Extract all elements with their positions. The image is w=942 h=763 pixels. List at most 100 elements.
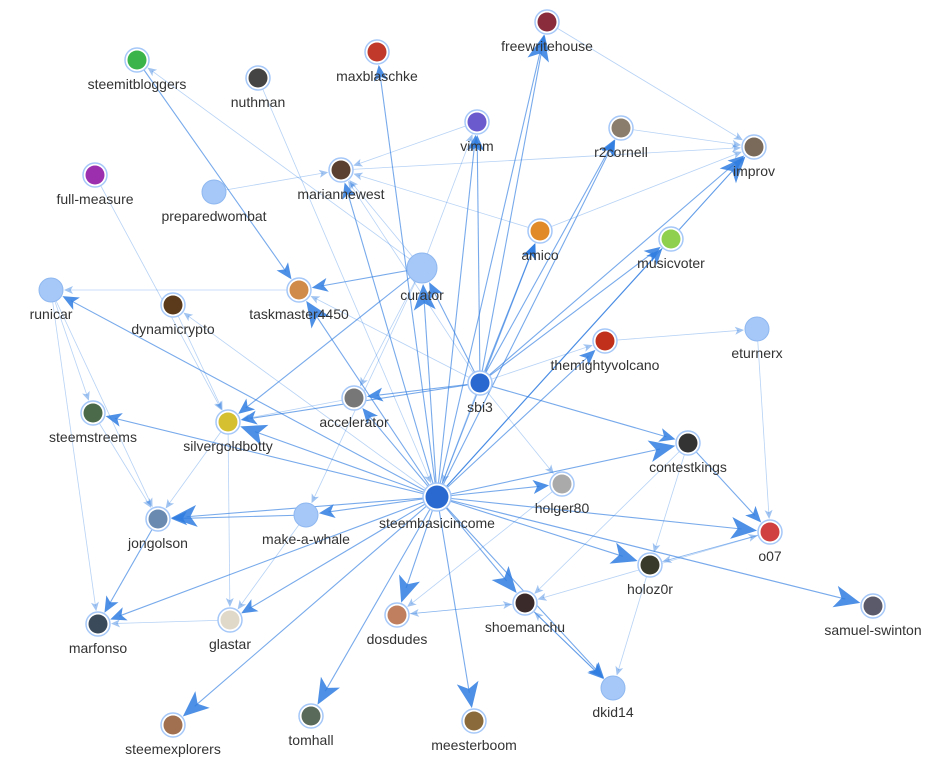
arrowhead (733, 132, 743, 141)
node-taskmaster4450[interactable]: taskmaster4450 (249, 277, 349, 322)
edge-steembasicincome-to-mariannewest (342, 182, 438, 498)
node-runicar[interactable]: runicar (30, 277, 73, 322)
edge-o07-to-holoz0r (662, 531, 771, 564)
node-label: maxblaschke (336, 68, 418, 84)
node-improv[interactable]: improv (733, 134, 775, 179)
edge-freewritehouse-to-improv (546, 21, 743, 141)
node-dkid14[interactable]: dkid14 (592, 675, 634, 720)
edge-sbi3-to-vimm (470, 134, 485, 384)
node-themightyvolcano[interactable]: themightyvolcano (551, 328, 660, 373)
arrowhead (534, 34, 549, 52)
edge-runicar-to-marfonso (50, 289, 99, 612)
arrowhead (745, 505, 762, 523)
node-holger80[interactable]: holger80 (535, 471, 590, 516)
edge-curator-to-make-a-whale (311, 267, 423, 504)
arrowhead (609, 542, 638, 564)
edge-sbi3-to-mariannewest (348, 180, 481, 384)
node-meesterboom[interactable]: meesterboom (431, 708, 517, 753)
node-r2cornell[interactable]: r2cornell (594, 115, 648, 160)
edge-themightyvolcano-to-eturnerx (604, 326, 745, 342)
edge-silvergoldbotty-to-glastar (225, 421, 234, 608)
node-make-a-whale[interactable]: make-a-whale (262, 502, 350, 547)
edge-curator-to-vimm (421, 134, 473, 269)
node-o07[interactable]: o07 (757, 519, 783, 564)
node-steemexplorers[interactable]: steemexplorers (125, 712, 221, 757)
edge-curator-to-mariannewest (349, 180, 423, 269)
node-steemstreems[interactable]: steemstreems (49, 400, 137, 445)
arrowhead (306, 300, 330, 329)
arrowhead (110, 607, 128, 621)
edge-sbi3-to-r2cornell (479, 139, 615, 384)
node-steemitbloggers[interactable]: steemitbloggers (88, 47, 187, 92)
node-preparedwombat[interactable]: preparedwombat (161, 179, 267, 224)
avatar-image (744, 137, 764, 157)
node-label: dynamicrypto (131, 321, 214, 337)
node-jongolson[interactable]: jongolson (127, 506, 188, 551)
node-steembasicincome[interactable]: steembasicincome (379, 482, 495, 531)
node-maxblaschke[interactable]: maxblaschke (336, 39, 418, 84)
arrowhead (731, 144, 742, 153)
edge-musicvoter-to-improv (670, 156, 746, 240)
arrowhead (652, 542, 661, 553)
node-label: dkid14 (592, 704, 633, 720)
arrowhead (532, 480, 550, 494)
edge-steembasicincome-to-vimm (436, 134, 481, 498)
node-silvergoldbotty[interactable]: silvergoldbotty (183, 409, 273, 454)
edge-contestkings-to-shoemanchu (534, 442, 689, 594)
arrowhead (465, 134, 473, 144)
arrowhead (578, 349, 596, 366)
node-musicvoter[interactable]: musicvoter (637, 226, 705, 271)
node-mariannewest[interactable]: mariannewest (297, 157, 385, 202)
arrowhead (311, 278, 329, 292)
node-dynamicrypto[interactable]: dynamicrypto (131, 292, 215, 337)
avatar-image (218, 412, 238, 432)
node-glastar[interactable]: glastar (209, 607, 251, 652)
node-label: freewritehouse (501, 38, 593, 54)
arrowhead (165, 498, 175, 509)
edge-make-a-whale-to-jongolson (170, 511, 307, 526)
node-full-measure[interactable]: full-measure (56, 162, 134, 207)
node-dosdudes[interactable]: dosdudes (367, 602, 428, 647)
node-vimm[interactable]: vimm (460, 109, 494, 154)
edge-steembasicincome-to-marfonso (110, 496, 438, 621)
edge-steembasicincome-to-tomhall (317, 496, 438, 705)
arrowhead (238, 398, 256, 414)
node-samuel-swinton[interactable]: samuel-swinton (824, 593, 922, 638)
edge-shoemanchu-to-dkid14 (524, 602, 604, 679)
edge-dosdudes-to-shoemanchu (396, 601, 513, 616)
node-label: o07 (758, 548, 782, 564)
arrowhead (240, 413, 251, 422)
node-contestkings[interactable]: contestkings (649, 430, 727, 475)
node-marfonso[interactable]: marfonso (69, 611, 128, 656)
node-label: dosdudes (367, 631, 428, 647)
node-tomhall[interactable]: tomhall (288, 703, 334, 748)
avatar-image (595, 331, 615, 351)
arrowhead (747, 533, 758, 542)
node-eturnerx[interactable]: eturnerx (731, 316, 783, 361)
arrowhead (615, 665, 624, 676)
edge-make-a-whale-to-glastar (237, 514, 307, 610)
node-freewritehouse[interactable]: freewritehouse (501, 9, 593, 54)
arrowhead (318, 169, 329, 178)
node-label: make-a-whale (262, 531, 350, 547)
node-label: runicar (30, 306, 73, 322)
node-label: glastar (209, 636, 251, 652)
node-amico[interactable]: amico (521, 218, 559, 263)
edge-steembasicincome-to-steemexplorers (182, 496, 438, 717)
node-sbi3[interactable]: sbi3 (467, 370, 493, 415)
edge-runicar-to-steemstreems (50, 289, 90, 401)
arrowhead (832, 585, 861, 608)
edge-sbi3-to-improv (479, 155, 745, 384)
edge-curator-to-accelerator (360, 267, 423, 387)
edge-shoemanchu-to-dosdudes (409, 602, 526, 617)
node-label: sbi3 (467, 399, 493, 415)
node-curator[interactable]: curator (400, 252, 444, 303)
node-nuthman[interactable]: nuthman (231, 65, 285, 110)
node-label: accelerator (319, 414, 389, 430)
node-accelerator[interactable]: accelerator (319, 385, 389, 430)
node-holoz0r[interactable]: holoz0r (627, 552, 673, 597)
avatar-image (220, 610, 240, 630)
node-label: contestkings (649, 459, 727, 475)
node-shoemanchu[interactable]: shoemanchu (485, 590, 565, 635)
